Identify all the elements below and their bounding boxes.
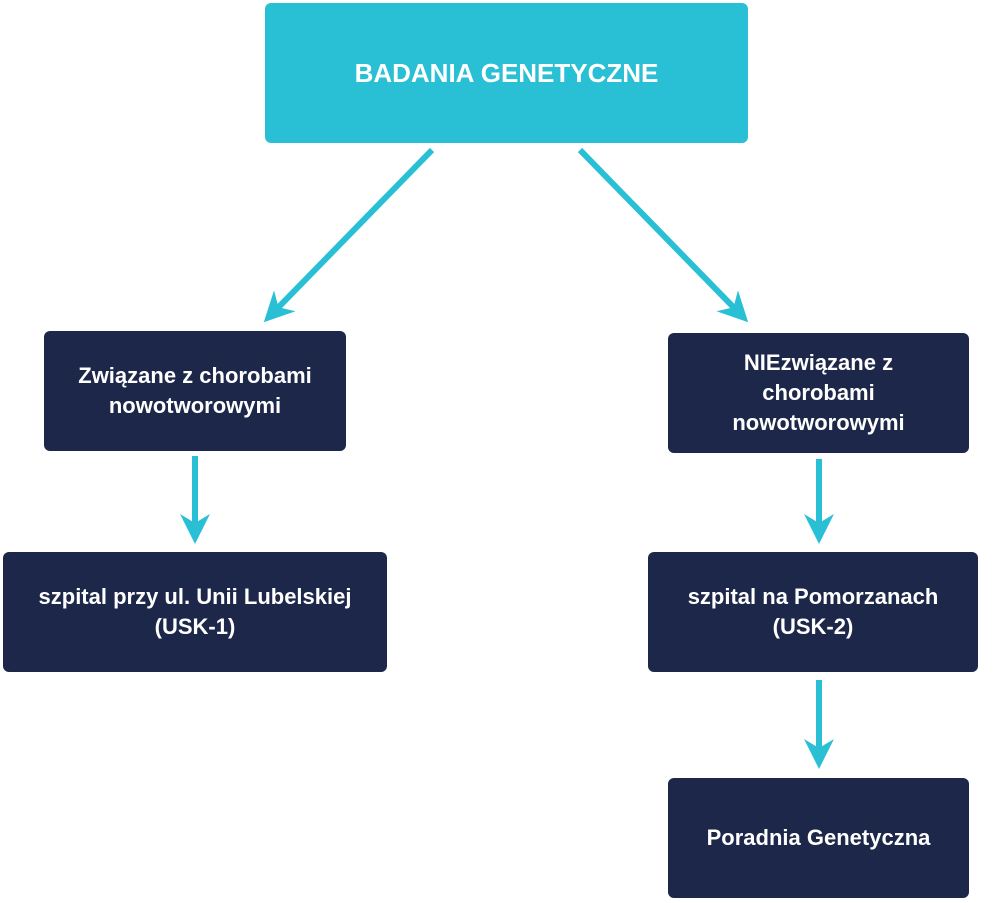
node-usk1: szpital przy ul. Unii Lubelskiej (USK-1) (3, 552, 387, 672)
node-usk2: szpital na Pomorzanach (USK-2) (648, 552, 978, 672)
node-oncology: Związane z chorobami nowotworowymi (44, 331, 346, 451)
arrow-root-to-oncology (263, 147, 435, 323)
node-root: BADANIA GENETYCZNE (265, 3, 748, 143)
node-non-oncology: NIEzwiązane z chorobami nowotworowymi (668, 333, 969, 453)
node-clinic: Poradnia Genetyczna (668, 778, 969, 898)
arrow-root-to-non-oncology (577, 147, 749, 323)
